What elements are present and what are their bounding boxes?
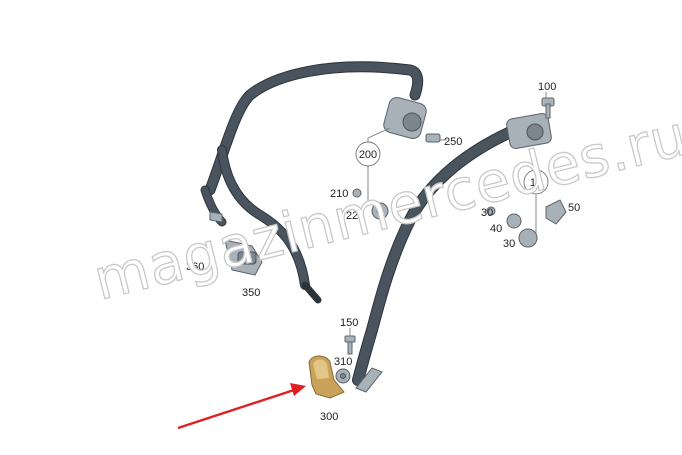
callout-360: 360	[186, 261, 204, 273]
anchor-bracket-350	[209, 211, 263, 276]
callout-300: 300	[320, 411, 338, 423]
callout-350: 350	[242, 287, 260, 299]
callout-250: 250	[444, 136, 462, 148]
svg-text:10: 10	[530, 177, 542, 189]
right-belt-strap	[352, 124, 521, 386]
callout-30-lower: 30	[503, 238, 515, 250]
highlighted-part-300	[308, 355, 345, 399]
callout-50: 50	[568, 202, 580, 214]
callout-210: 210	[330, 188, 348, 200]
belt-anchor-end	[355, 367, 383, 393]
nut-310	[335, 368, 351, 384]
callout-40: 40	[490, 223, 502, 235]
belt-retractor-right	[506, 97, 555, 149]
small-hardware-center	[352, 188, 389, 220]
circled-callout-200: 200	[355, 141, 381, 167]
belt-guide-upper	[383, 96, 441, 143]
callout-220: 220	[346, 210, 364, 222]
svg-text:200: 200	[359, 149, 377, 161]
callout-30-upper: 30	[481, 207, 493, 219]
leader-lines	[349, 92, 547, 336]
small-hardware-right	[486, 199, 567, 248]
callout-310: 310	[334, 356, 352, 368]
red-arrow-indicator	[177, 383, 306, 430]
callout-100: 100	[538, 81, 556, 93]
bolt-150	[344, 335, 356, 355]
callout-150: 150	[340, 317, 358, 329]
left-belt-strap	[200, 61, 424, 304]
circled-callout-10: 10	[523, 169, 549, 195]
